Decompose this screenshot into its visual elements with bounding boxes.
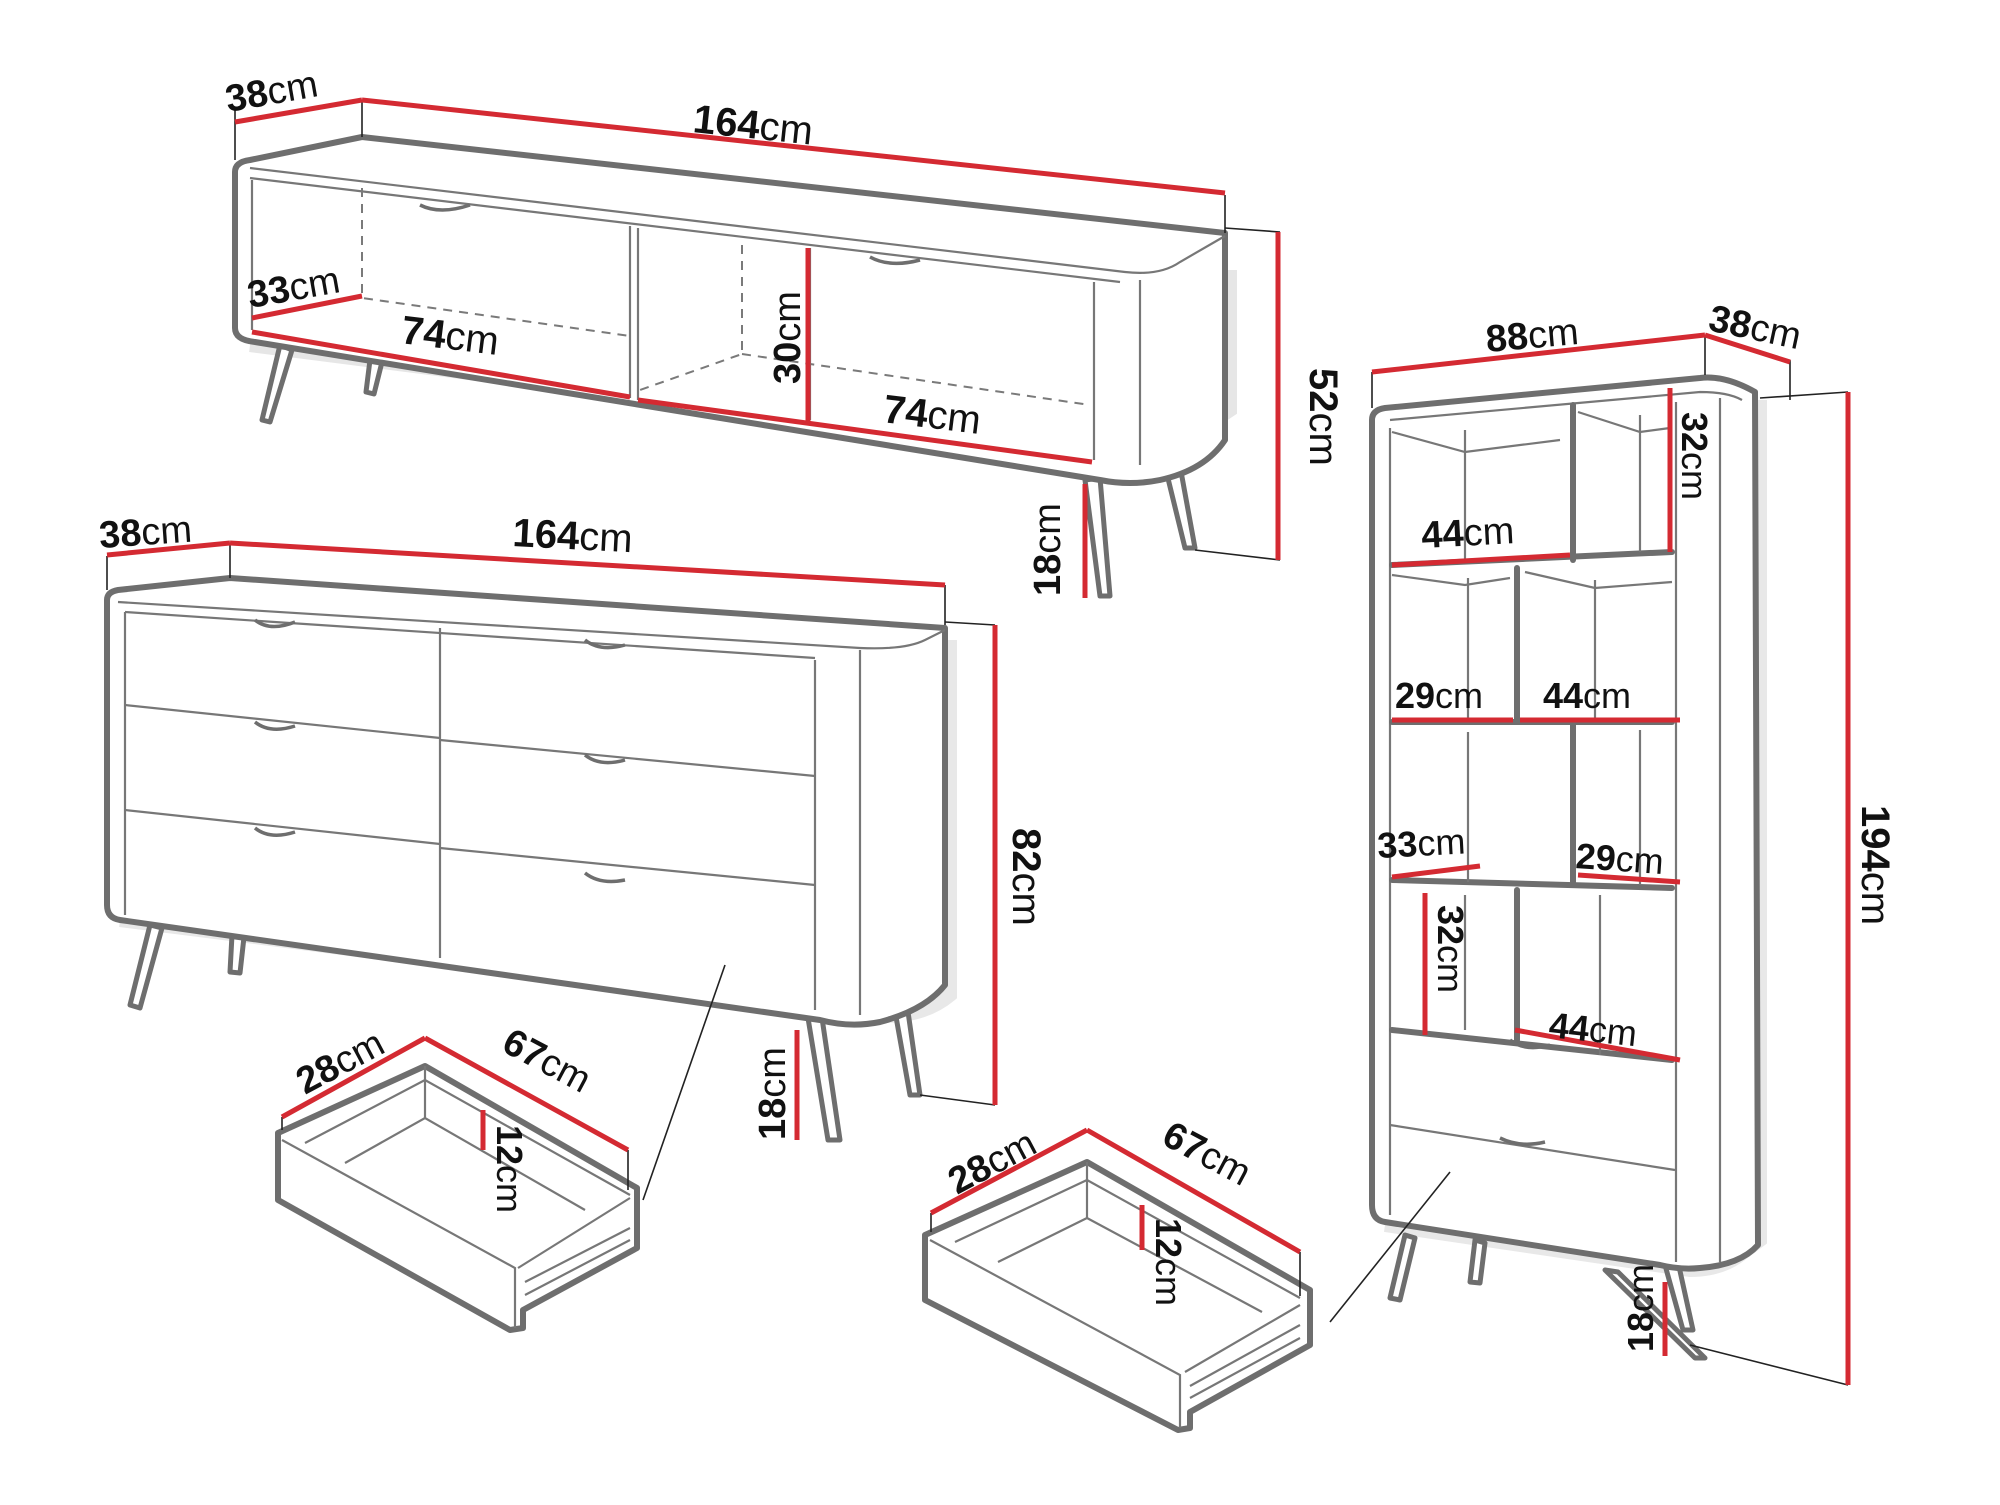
dresser-depth-dimension-line <box>106 540 231 558</box>
bookcase-drawing <box>1329 332 1851 1386</box>
bookcase-top-shelf-width-label: 44cm <box>1420 510 1515 557</box>
bookcase-drawer-length-line <box>1085 1127 1302 1255</box>
tv-stand-drawing <box>232 97 1281 599</box>
bookcase-depth-dimension-line <box>1704 332 1791 365</box>
dresser-leg-height-label: 18cm <box>752 1047 794 1140</box>
bookcase-height-label: 194cm <box>1853 805 1897 925</box>
bookcase-drawer-length-label: 67cm <box>1156 1114 1258 1195</box>
tv-compartment-depth-label: 33cm <box>244 259 343 317</box>
bookcase-fourth-right-width-line <box>1514 1027 1681 1063</box>
dresser-leg <box>805 1015 843 1143</box>
bookcase-width-dimension-line <box>1371 332 1706 375</box>
bookcase-drawer-detail <box>922 1127 1313 1433</box>
tv-stand-labels: 38cm 164cm 52cm 33cm 74cm 74cm 30cm 18cm <box>222 63 1345 596</box>
bookcase-leg-height-label: 18cm <box>1620 1264 1661 1352</box>
dresser-drawer-width-line <box>280 1035 427 1120</box>
dresser-depth-label: 38cm <box>98 509 194 557</box>
dresser-drawer-height-label: 12cm <box>489 1125 530 1213</box>
tv-depth-dimension-line <box>234 97 363 125</box>
bookcase-fourth-height-label: 32cm <box>1430 905 1471 993</box>
bookcase-second-right-width-label: 44cm <box>1543 675 1631 716</box>
bookcase-top-shelf-width-line <box>1391 552 1571 568</box>
bookcase-drawer-height-label: 12cm <box>1148 1218 1189 1306</box>
tv-compartment-right-width-line <box>637 397 1093 465</box>
tv-leg-height-label: 18cm <box>1027 503 1069 596</box>
bookcase-leg <box>1387 1232 1418 1303</box>
tv-width-dimension-line <box>361 97 1226 196</box>
tv-compartment-depth-line <box>251 293 363 321</box>
tv-compartment-left-width-line <box>251 329 631 400</box>
dresser-drawer-detail <box>275 1035 640 1333</box>
dresser-drawer-length-line <box>423 1035 630 1153</box>
dresser-width-dimension-line <box>229 540 946 588</box>
tv-stand-leg <box>1082 475 1113 599</box>
tv-compartment-right-width-label: 74cm <box>881 387 983 443</box>
dresser-drawer-length-label: 67cm <box>496 1021 598 1102</box>
dresser-width-label: 164cm <box>512 511 634 561</box>
bookcase-third-right-width-label: 29cm <box>1574 835 1665 882</box>
bookcase-width-label: 88cm <box>1484 311 1580 361</box>
bookcase-leg <box>1467 1237 1488 1286</box>
bookcase-third-left-width-line <box>1391 863 1481 880</box>
bookcase-drawer-width-line <box>929 1127 1089 1216</box>
dresser-height-label: 82cm <box>1004 828 1048 926</box>
bookcase-labels: 88cm 38cm 194cm 44cm 32cm 29cm 44cm 33cm… <box>1376 298 1897 1352</box>
dresser-drawing <box>104 540 998 1201</box>
dresser-leg <box>227 932 247 976</box>
bookcase-third-left-width-label: 33cm <box>1376 820 1466 866</box>
tv-depth-label: 38cm <box>222 63 321 121</box>
tv-compartment-left-width-label: 74cm <box>399 308 501 364</box>
tv-compartment-height-label: 30cm <box>767 291 809 384</box>
bookcase-fourth-right-width-label: 44cm <box>1547 1004 1639 1054</box>
bookcase-second-left-width-label: 29cm <box>1395 675 1483 716</box>
tv-stand-leg <box>259 342 295 425</box>
dresser-labels: 38cm 164cm 82cm 18cm <box>98 509 1048 1140</box>
dresser-leg <box>127 922 165 1011</box>
tv-width-label: 164cm <box>691 97 815 153</box>
bookcase-top-shelf-height-label: 32cm <box>1674 412 1715 500</box>
tv-height-label: 52cm <box>1301 368 1345 466</box>
bookcase-third-right-width-line <box>1577 872 1681 885</box>
bookcase-depth-label: 38cm <box>1705 298 1805 358</box>
